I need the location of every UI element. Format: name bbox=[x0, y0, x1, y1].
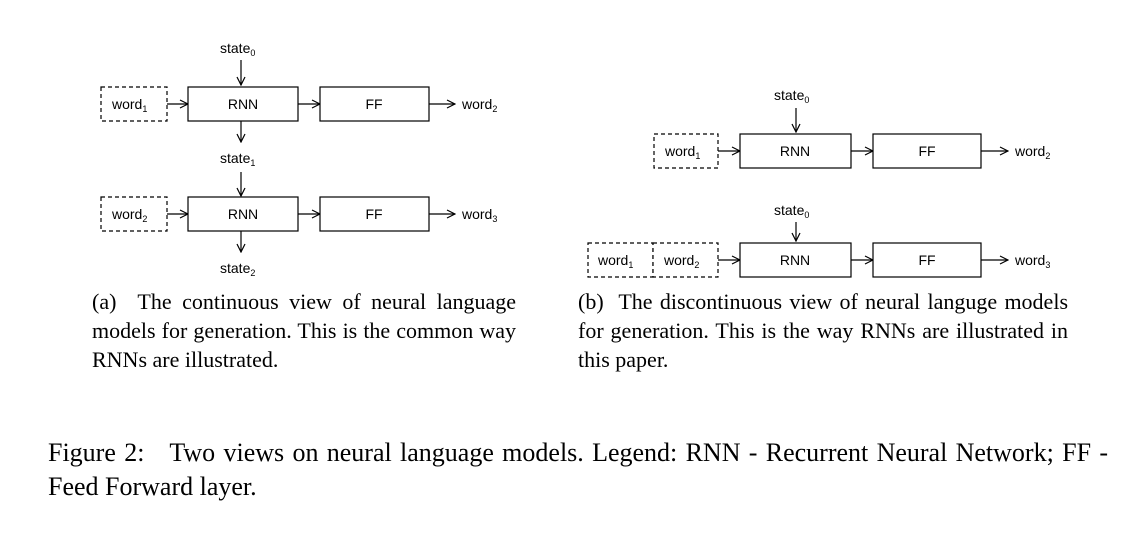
figure-caption: Figure 2: Two views on neural language m… bbox=[48, 436, 1108, 504]
rnn-box bbox=[187, 86, 299, 122]
input-word2-label: word2 bbox=[111, 206, 147, 224]
figure-caption-text: Two views on neural language models. Leg… bbox=[48, 438, 1109, 501]
caption-a-label: (a) bbox=[92, 289, 117, 314]
panel-a-diagram: state0 word1 RNN FF word2 state1 word2 R… bbox=[100, 40, 497, 278]
b-ff-box bbox=[872, 133, 982, 169]
b-input-word1-label: word1 bbox=[664, 143, 700, 161]
ff-label: FF bbox=[365, 96, 382, 112]
b2-input-word2-box bbox=[652, 242, 719, 278]
b-output-word2-label: word2 bbox=[1014, 143, 1050, 161]
b2-rnn-label: RNN bbox=[780, 252, 810, 268]
figure-caption-label: Figure 2: bbox=[48, 438, 145, 467]
state0-label: state0 bbox=[220, 40, 255, 58]
output-word3-label: word3 bbox=[461, 206, 497, 224]
caption-b-text: The discontinuous view of neural languge… bbox=[578, 289, 1068, 372]
rnn-box-2 bbox=[187, 196, 299, 232]
state1-label: state1 bbox=[220, 150, 255, 168]
b-rnn-label: RNN bbox=[780, 143, 810, 159]
output-word2-label: word2 bbox=[461, 96, 497, 114]
b-state0-label: state0 bbox=[774, 87, 809, 105]
input-word1-label: word1 bbox=[111, 96, 147, 114]
input-word2-box bbox=[100, 196, 168, 232]
b2-output-word3-label: word3 bbox=[1014, 252, 1050, 270]
diagram-canvas: state0 word1 RNN FF word2 state1 word2 R… bbox=[100, 40, 1050, 278]
caption-b: (b) The discontinuous view of neural lan… bbox=[578, 287, 1068, 374]
b-rnn-box bbox=[739, 133, 852, 169]
rnn-label: RNN bbox=[228, 96, 258, 112]
b-input-word1-box bbox=[653, 133, 719, 169]
b2-input-word1-box bbox=[587, 242, 654, 278]
ff-box bbox=[319, 86, 430, 122]
b2-input-word2-label: word2 bbox=[663, 252, 699, 270]
b2-state0-label: state0 bbox=[774, 202, 809, 220]
rnn-label-2: RNN bbox=[228, 206, 258, 222]
ff-box-2 bbox=[319, 196, 430, 232]
caption-a: (a) The continuous view of neural langua… bbox=[92, 287, 516, 374]
b2-input-word1-label: word1 bbox=[597, 252, 633, 270]
ff-label-2: FF bbox=[365, 206, 382, 222]
panel-b-diagram: state0 word1 RNN FF word2 state0 word1 w… bbox=[587, 87, 1050, 278]
b2-ff-box bbox=[872, 242, 982, 278]
caption-b-label: (b) bbox=[578, 289, 604, 314]
state2-label: state2 bbox=[220, 260, 255, 278]
caption-a-text: The continuous view of neural language m… bbox=[92, 289, 517, 372]
b2-ff-label: FF bbox=[918, 252, 935, 268]
b-ff-label: FF bbox=[918, 143, 935, 159]
input-word1-box bbox=[100, 86, 168, 122]
